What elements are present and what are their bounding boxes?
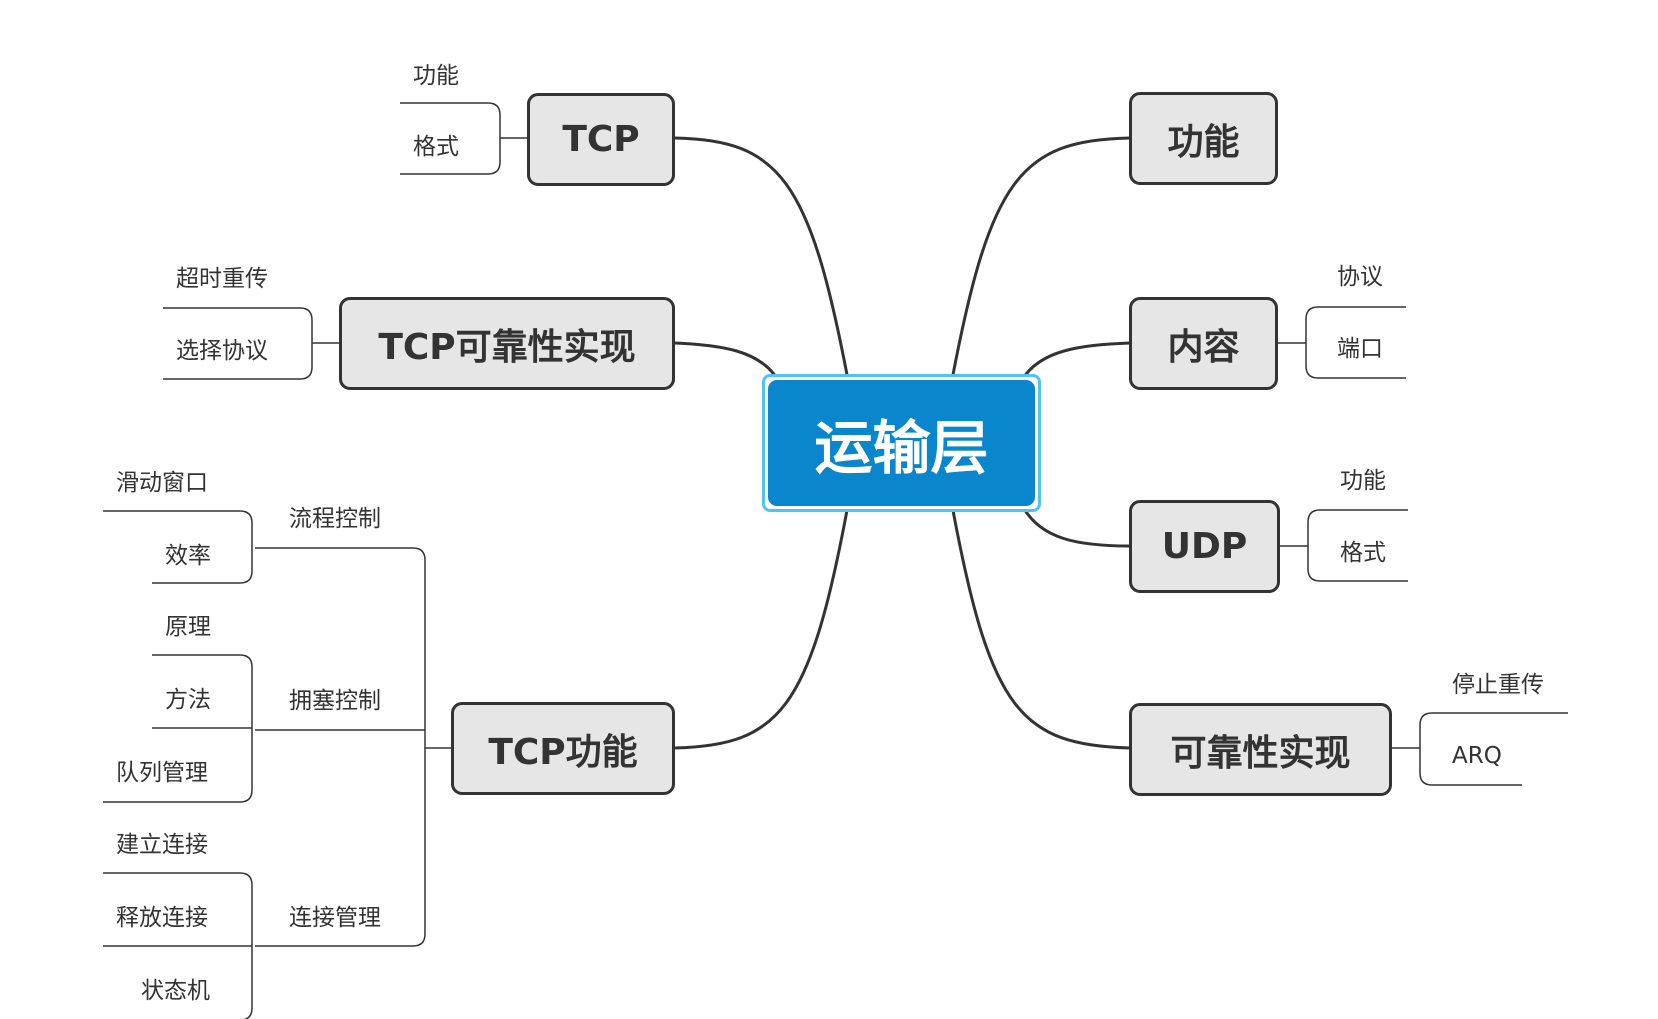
group-flow-control[interactable]: 流程控制 [289, 506, 381, 532]
leaf-sliding-window[interactable]: 滑动窗口 [116, 470, 208, 496]
leaf-queue-management[interactable]: 队列管理 [116, 760, 208, 786]
bracket-congestion-control [103, 654, 253, 803]
leaf-tcp-function[interactable]: 功能 [413, 63, 459, 89]
leaf-stop-retransmit[interactable]: 停止重传 [1452, 672, 1544, 698]
link-root-tcp [674, 136, 850, 381]
bracket-connection-management [103, 872, 253, 1019]
node-tcp-functions[interactable]: TCP功能 [451, 702, 675, 795]
node-tcp[interactable]: TCP [527, 93, 675, 186]
leaf-efficiency[interactable]: 效率 [165, 543, 211, 569]
node-reliability[interactable]: 可靠性实现 [1129, 703, 1392, 796]
link-root-tcp-reliability [674, 341, 780, 381]
link-root-reliability [950, 504, 1131, 750]
leaf-release-connection[interactable]: 释放连接 [116, 905, 208, 931]
leaf-timeout-retransmit[interactable]: 超时重传 [176, 266, 268, 292]
root-node[interactable]: 运输层 [768, 380, 1035, 506]
link-root-udp [1020, 504, 1131, 548]
bracket-tcp [400, 102, 528, 175]
leaf-state-machine[interactable]: 状态机 [141, 978, 210, 1004]
leaf-principle[interactable]: 原理 [165, 614, 211, 640]
node-function[interactable]: 功能 [1129, 92, 1278, 185]
leaf-arq[interactable]: ARQ [1452, 743, 1502, 769]
bracket-tcp-reliability [163, 307, 340, 380]
link-root-function [950, 136, 1131, 381]
bracket-content [1278, 306, 1406, 379]
leaf-protocol[interactable]: 协议 [1337, 264, 1383, 290]
link-root-content [1020, 341, 1131, 381]
link-root-tcp-functions [674, 504, 850, 750]
group-connection-management[interactable]: 连接管理 [289, 905, 381, 931]
bracket-flow-control [103, 510, 253, 584]
leaf-establish-connection[interactable]: 建立连接 [116, 832, 208, 858]
leaf-udp-function[interactable]: 功能 [1340, 468, 1386, 494]
group-congestion-control[interactable]: 拥塞控制 [289, 688, 381, 714]
bracket-udp [1280, 509, 1408, 582]
leaf-tcp-format[interactable]: 格式 [413, 134, 459, 160]
spine-tcp-functions [255, 547, 452, 947]
leaf-selective-protocol[interactable]: 选择协议 [176, 338, 268, 364]
node-content[interactable]: 内容 [1129, 297, 1278, 390]
leaf-udp-format[interactable]: 格式 [1340, 540, 1386, 566]
bracket-reliability [1392, 712, 1568, 786]
node-tcp-reliability[interactable]: TCP可靠性实现 [339, 297, 675, 390]
leaf-method[interactable]: 方法 [165, 687, 211, 713]
node-udp[interactable]: UDP [1129, 500, 1280, 593]
leaf-port[interactable]: 端口 [1337, 336, 1383, 362]
